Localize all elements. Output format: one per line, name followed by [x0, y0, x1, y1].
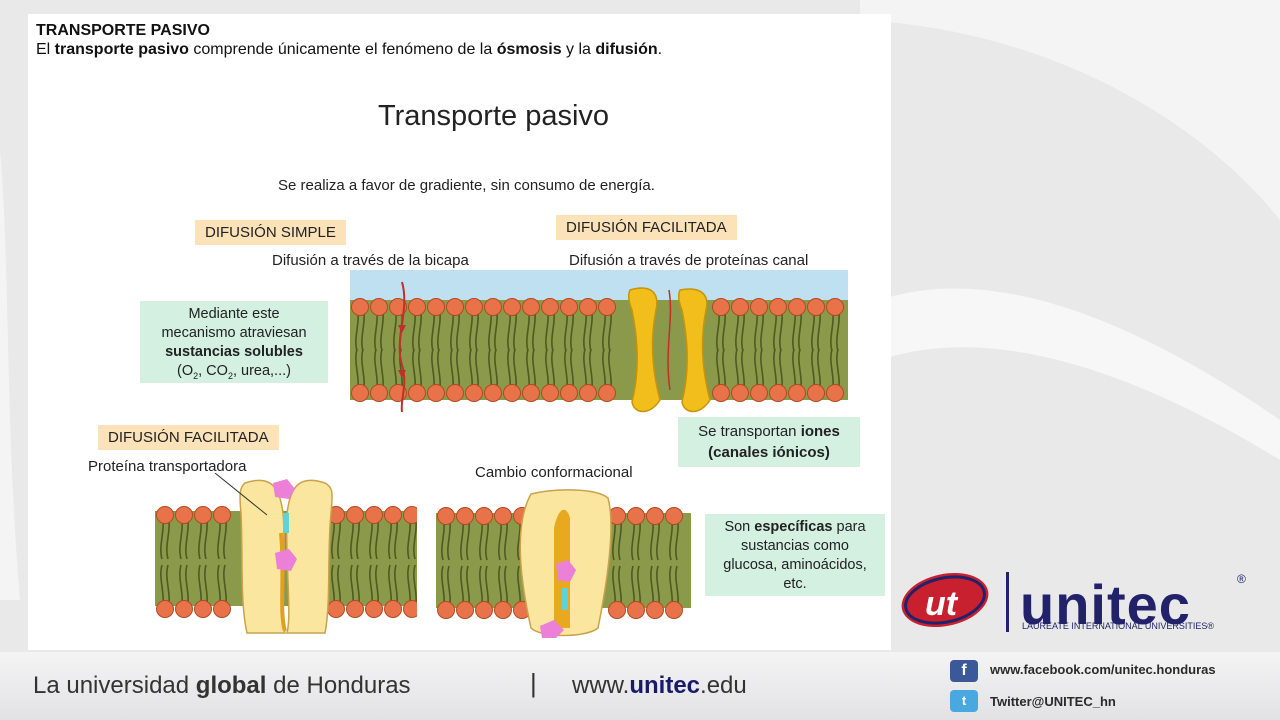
note-ions: Se transportan iones (canales iónicos) — [678, 417, 860, 467]
tag-facilitated-diffusion-bottom: DIFUSIÓN FACILITADA — [98, 425, 279, 450]
footer-separator: | — [530, 668, 537, 698]
membrane-conformational-diagram — [436, 489, 691, 638]
tag-simple-diffusion: DIFUSIÓN SIMPLE — [195, 220, 346, 245]
lipid-heads — [351, 298, 844, 402]
logo-tagline: LAUREATE INTERNATIONAL UNIVERSITIES® — [1022, 621, 1214, 631]
twitter-link[interactable]: Twitter@UNITEC_hn — [990, 694, 1116, 709]
caption-conformational: Cambio conformacional — [475, 464, 633, 481]
unitec-logo — [901, 572, 1009, 632]
section-title: TRANSPORTE PASIVO — [36, 22, 210, 39]
footer-bar — [0, 652, 1280, 720]
caption-bilayer: Difusión a través de la bicapa — [272, 252, 469, 269]
section-description: El transporte pasivo comprende únicament… — [36, 41, 663, 58]
tag-facilitated-diffusion-top: DIFUSIÓN FACILITADA — [556, 215, 737, 240]
note-specific: Son específicas para sustancias como glu… — [705, 514, 885, 596]
facebook-icon[interactable]: f — [950, 660, 978, 682]
footer-slogan: La universidad global de Honduras — [33, 672, 411, 699]
membrane-channel-diagram — [350, 270, 848, 413]
diagram-subtitle: Se realiza a favor de gradiente, sin con… — [278, 177, 655, 194]
caption-carrier: Proteína transportadora — [88, 458, 247, 475]
membrane-carrier-diagram — [155, 473, 417, 634]
diagram-title: Transporte pasivo — [378, 100, 610, 132]
facebook-link[interactable]: www.facebook.com/unitec.honduras — [990, 662, 1216, 677]
caption-channel: Difusión a través de proteínas canal — [569, 252, 809, 269]
logo-monogram: ut — [925, 585, 958, 623]
logo-registered-mark: ® — [1237, 572, 1246, 586]
note-simple-diffusion: Mediante este mecanismo atraviesan susta… — [140, 301, 328, 383]
footer-website-link[interactable]: www.unitec.edu — [572, 672, 747, 699]
twitter-icon[interactable]: t — [950, 690, 978, 712]
logo-wordmark: unitec — [1020, 573, 1191, 636]
